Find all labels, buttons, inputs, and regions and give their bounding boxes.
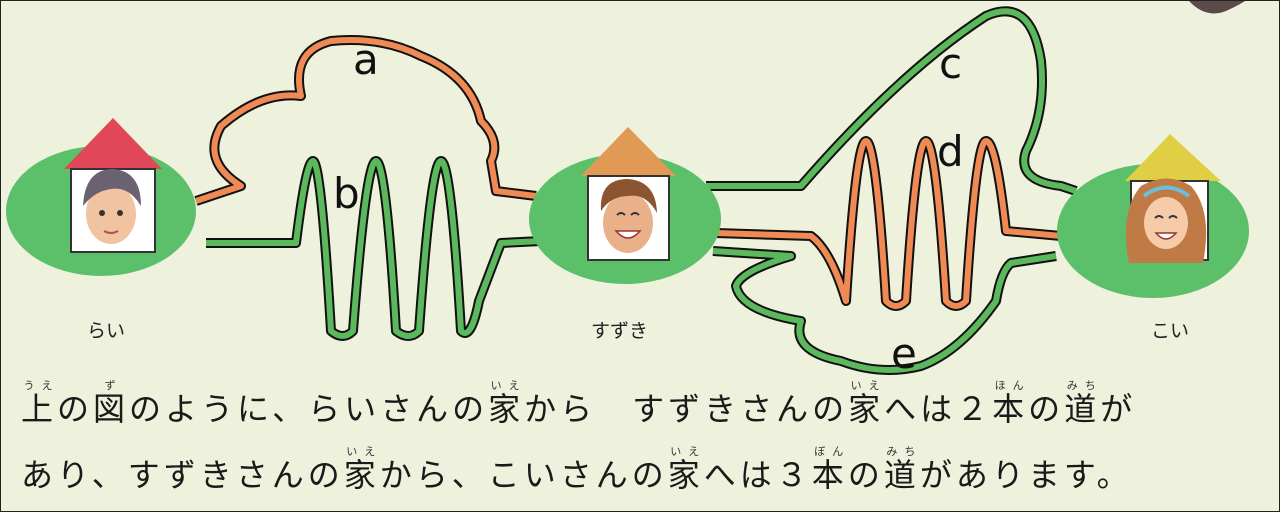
node-label-suzuki: すずき — [591, 320, 649, 342]
problem-text-line-2: あり、すずきさんの家いえから、こいさんの家いえへは３本ぼんの道みちがあります。 — [21, 445, 1133, 496]
furigana: うえ — [21, 379, 58, 392]
route-label-e: e — [891, 329, 917, 378]
ruby-word: 図ず — [93, 379, 130, 428]
text-segment: の — [57, 390, 94, 428]
ruby-word: 本ほん — [992, 379, 1029, 428]
text-segment: のように、らいさんの — [129, 390, 489, 428]
text-segment: があります。 — [919, 456, 1133, 494]
ruby-word: 家いえ — [667, 445, 704, 494]
node-label-koi: こい — [1151, 320, 1190, 342]
furigana: いえ — [343, 445, 380, 458]
node-koi-roof — [1125, 134, 1221, 181]
ruby-word: 家いえ — [343, 445, 380, 494]
node-suzuki-roof — [581, 127, 676, 176]
furigana: いえ — [488, 379, 525, 392]
node-koi — [1057, 134, 1249, 298]
road-a — [194, 35, 537, 206]
ruby-word: 道みち — [1064, 379, 1101, 428]
node-label-rai: らい — [87, 320, 126, 342]
text-segment: の — [847, 456, 884, 494]
furigana: いえ — [848, 379, 885, 392]
problem-text-line-1: 上うえの図ずのように、らいさんの家いえから すずきさんの家いえへは２本ほんの道み… — [21, 379, 1136, 430]
node-rai — [6, 118, 196, 276]
ruby-word: 家いえ — [848, 379, 885, 428]
text-segment: あり、すずきさんの — [21, 456, 344, 494]
road-b — [206, 156, 542, 341]
text-segment: から、こいさんの — [379, 456, 668, 494]
furigana: ほん — [992, 379, 1029, 392]
text-segment: へは３ — [703, 456, 812, 494]
furigana: ず — [93, 379, 130, 392]
face-suzuki-icon — [600, 179, 657, 253]
text-segment: が — [1100, 390, 1137, 428]
text-segment: から すずきさんの — [524, 390, 849, 428]
node-suzuki — [529, 127, 721, 284]
face-koi-icon — [1125, 178, 1207, 263]
route-label-c: c — [939, 39, 963, 88]
furigana: みち — [883, 445, 920, 458]
route-label-a: a — [353, 35, 379, 84]
route-label-b: b — [333, 169, 360, 218]
text-segment: へは２ — [884, 390, 993, 428]
ruby-word: 上うえ — [21, 379, 58, 428]
corner-decoration-icon — [1189, 1, 1245, 14]
ruby-word: 道みち — [883, 445, 920, 494]
road-e — [712, 246, 1057, 375]
furigana: いえ — [667, 445, 704, 458]
ruby-word: 本ぼん — [811, 445, 848, 494]
ruby-word: 家いえ — [488, 379, 525, 428]
road-c — [706, 6, 1078, 196]
route-label-d: d — [937, 127, 964, 176]
face-rai-icon — [83, 169, 141, 244]
text-segment: の — [1028, 390, 1065, 428]
furigana: みち — [1064, 379, 1101, 392]
road-d — [715, 136, 1062, 311]
node-rai-roof — [64, 118, 162, 169]
furigana: ぼん — [811, 445, 848, 458]
